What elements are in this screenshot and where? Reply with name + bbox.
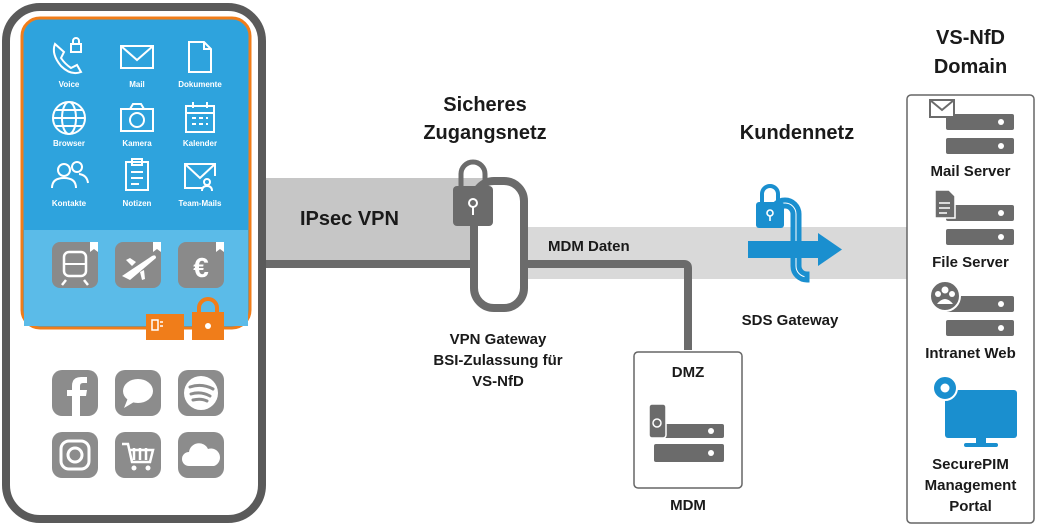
vpn-tunnel-band: [262, 178, 488, 264]
plane-tile[interactable]: [115, 242, 161, 288]
mdm-server-icon: [648, 403, 724, 462]
calendar-icon[interactable]: [185, 102, 215, 133]
vpn-gateway-label-line3: VS-NfD: [472, 373, 524, 390]
app-label-kalender: Kalender: [182, 139, 218, 148]
train-tile[interactable]: [52, 242, 98, 288]
access-net-title-line2: Zugangsnetz: [423, 122, 547, 144]
notes-icon[interactable]: [125, 158, 149, 191]
vpn-link-line: [262, 260, 488, 268]
phone-lock-icon[interactable]: [52, 37, 83, 75]
vpn-label: IPsec VPN: [300, 208, 399, 230]
mail-icon[interactable]: [120, 45, 154, 69]
svg-text:€: €: [193, 252, 209, 283]
customer-net-label: Kundennetz: [739, 122, 855, 144]
sim-card-icon: [146, 314, 184, 340]
app-label-mail: Mail: [129, 80, 145, 89]
vpn-gateway-label-line1: VPN Gateway: [449, 331, 547, 348]
orange-lock-icon: [192, 297, 224, 340]
sds-gateway-label: SDS Gateway: [741, 312, 839, 329]
facebook-icon[interactable]: [52, 370, 98, 416]
cart-icon[interactable]: [115, 432, 161, 478]
instagram-icon[interactable]: [52, 432, 98, 478]
camera-icon[interactable]: [120, 103, 154, 132]
contacts-icon[interactable]: [51, 161, 89, 189]
portal-label-line2: Management: [924, 477, 1017, 494]
app-label-voice: Voice: [58, 80, 80, 89]
mail-server-icon: [929, 99, 1014, 154]
team-mail-icon[interactable]: [184, 163, 216, 192]
domain-title-line1: VS-NfD: [936, 27, 1005, 49]
portal-label-line1: SecurePIM: [932, 456, 1009, 473]
app-label-team-mails: Team-Mails: [178, 199, 222, 208]
document-icon[interactable]: [188, 41, 212, 73]
mdm-data-line: [488, 260, 692, 350]
chat-icon[interactable]: [115, 370, 161, 416]
mdm-data-label: MDM Daten: [548, 238, 630, 255]
app-label-dokumente: Dokumente: [178, 80, 222, 89]
app-label-notizen: Notizen: [122, 199, 152, 208]
file-server-icon: [934, 189, 1014, 245]
customer-net-band: [488, 227, 910, 279]
globe-icon[interactable]: [52, 101, 86, 135]
mdm-label: MDM: [670, 497, 706, 514]
euro-tile[interactable]: €: [178, 242, 224, 288]
file-server-label: File Server: [932, 254, 1009, 271]
vpn-gateway-device: [453, 159, 528, 312]
app-label-browser: Browser: [52, 139, 85, 148]
dmz-label: DMZ: [671, 364, 705, 381]
portal-monitor-icon: [932, 375, 1017, 447]
mail-server-label: Mail Server: [930, 163, 1011, 180]
app-label-kontakte: Kontakte: [51, 199, 87, 208]
intranet-web-label: Intranet Web: [925, 345, 1016, 362]
spotify-icon[interactable]: [178, 370, 224, 416]
domain-title-line2: Domain: [933, 56, 1008, 78]
vpn-gateway-label-line2: BSI-Zulassung für: [433, 352, 563, 369]
access-net-title-line1: Sicheres: [443, 94, 527, 116]
cloud-icon[interactable]: [178, 432, 224, 478]
app-label-kamera: Kamera: [122, 139, 152, 148]
sds-gateway-device: [748, 184, 842, 283]
portal-label-line3: Portal: [949, 498, 992, 515]
intranet-server-icon: [929, 280, 1014, 336]
